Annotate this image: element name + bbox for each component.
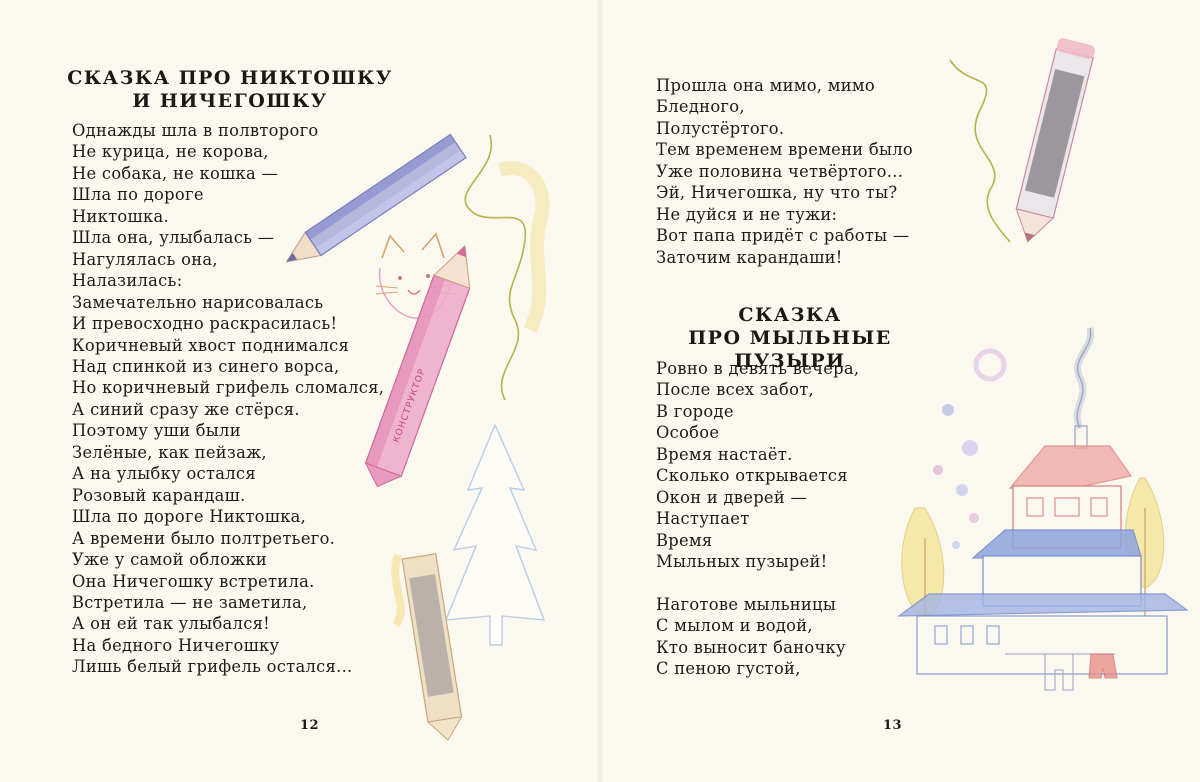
poem-line: На бедного Ничегошку — [72, 635, 280, 655]
pink-pencil-illustration: КОНСТРУКТОР — [364, 244, 471, 488]
poem-line: Особое — [656, 423, 720, 443]
left-page: СКАЗКА ПРО НИКТОШКУ И НИЧЕГОШКУ Однажды … — [60, 67, 550, 741]
poem-line: Эй, Ничегошка, ну что ты? — [656, 183, 898, 203]
poem-line: Уже у самой обложки — [72, 550, 268, 570]
left-page-number: 12 — [300, 718, 320, 733]
poem-line: Встретила — не заметила, — [72, 592, 308, 612]
house-illustration — [897, 327, 1189, 691]
left-poem: Однажды шла в полвторого Не курица, не ко… — [72, 120, 384, 678]
poem-line: Полустёртого. — [656, 118, 785, 138]
poem-line: Шла по дороге — [72, 185, 204, 205]
poem-line: После всех забот, — [656, 380, 815, 400]
poem-line: Замечательно нарисовалась — [72, 292, 324, 312]
poem-line: Ровно в девять вечера, — [656, 359, 860, 378]
poem-line: Шла по дороге Никтошка, — [72, 507, 307, 527]
book-gutter — [596, 0, 604, 782]
green-scribble-illustration — [464, 134, 550, 401]
poem-line: С мылом и водой, — [656, 616, 813, 636]
blue-pencil-illustration — [285, 133, 467, 263]
poem-line: А времени было полтретьего. — [72, 528, 336, 548]
soap-bubbles-illustration — [933, 348, 1007, 549]
poem-line: Налазилась: — [72, 271, 183, 291]
poem-line: А он ей так улыбался! — [72, 614, 271, 634]
poem-line — [656, 573, 859, 594]
poem-line: Не курица, не корова, — [72, 142, 269, 162]
poem-line: Тем временем времени было — [656, 140, 913, 160]
right-title-line-1: СКАЗКА — [738, 304, 842, 326]
poem-line: Вот папа придёт с работы — — [656, 226, 910, 246]
poem-line: Розовый карандаш. — [72, 485, 246, 505]
poem-line: Никтошка. — [72, 206, 169, 226]
left-title-line-2: И НИЧЕГОШКУ — [132, 90, 328, 112]
poem-line: Она Ничегошку встретила. — [72, 571, 315, 591]
poem-line: Но коричневый грифель сломался, — [72, 378, 385, 398]
poem-line: Наготове мыльницы — [656, 594, 837, 614]
left-title-line-1: СКАЗКА ПРО НИКТОШКУ — [67, 67, 393, 89]
poem-line: Сколько открывается — [656, 466, 848, 486]
poem-line: Лишь белый грифель остался... — [72, 657, 353, 677]
gray-pencil-top-illustration — [949, 38, 1095, 243]
right-title-line-2: ПРО МЫЛЬНЫЕ ПУЗЫРИ — [688, 327, 892, 372]
poem-line: Над спинкой из синего ворса, — [72, 356, 340, 376]
poem-line: Не дуйся и не тужи: — [656, 204, 838, 224]
poem-line: Наступает — [656, 509, 750, 529]
gray-pencil-illustration — [391, 553, 463, 741]
poem-line: Однажды шла в полвторого — [72, 121, 319, 140]
poem-line: С пеною густой, — [656, 659, 801, 679]
poem-line: Заточим карандаши! — [656, 247, 843, 267]
poem-line: Нагулялась она, — [72, 249, 218, 269]
poem-line: Поэтому уши были — [72, 421, 241, 441]
poem-line: Окон и дверей — — [656, 487, 808, 507]
poem-line: Уже половина четвёртого... — [656, 161, 904, 181]
poem-line: Время настаёт. — [656, 444, 793, 464]
right-page-number: 13 — [883, 718, 903, 733]
left-page-title: СКАЗКА ПРО НИКТОШКУ И НИЧЕГОШКУ — [60, 67, 400, 113]
right-page-title: СКАЗКА ПРО МЫЛЬНЫЕ ПУЗЫРИ — [640, 304, 940, 373]
poem-line: В городе — [656, 401, 734, 421]
poem-line: Шла она, улыбалась — — [72, 228, 275, 248]
poem-line: Бледного, — [656, 97, 745, 117]
poem-line: А синий сразу же стёрся. — [72, 399, 300, 419]
poem-line: А на улыбку остался — [72, 464, 256, 484]
poem-line: Мыльных пузырей! — [656, 552, 828, 572]
poem-line: Зелёные, как пейзаж, — [72, 442, 267, 462]
tree-illustration — [444, 423, 546, 646]
poem-line: Прошла она мимо, мимо — [656, 76, 875, 95]
poem-line: Кто выносит баночку — [656, 637, 846, 657]
poem-line: Коричневый хвост поднимался — [72, 335, 350, 355]
poem-line: Время — [656, 530, 713, 550]
poem-line: Не собака, не кошка — — [72, 163, 279, 183]
right-poem: Ровно в девять вечера,После всех забот,В… — [656, 358, 859, 680]
poem-line: И превосходно раскрасилась! — [72, 314, 338, 334]
